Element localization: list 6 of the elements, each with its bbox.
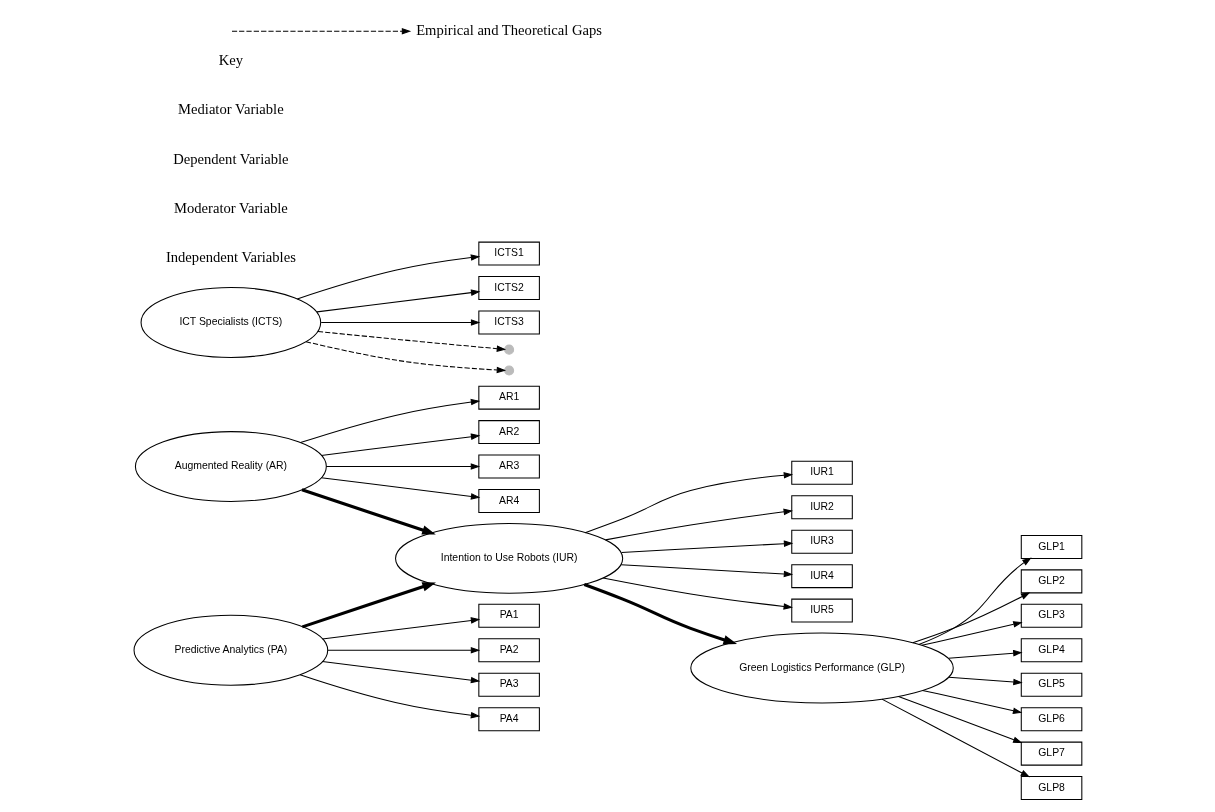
label: Moderator Variable (173, 199, 288, 216)
label: Mediator Variable (177, 101, 284, 118)
label: Dependent Variable (172, 150, 289, 167)
legend-label: Empirical and Theoretical Gaps (415, 22, 602, 39)
label: Key (218, 52, 243, 69)
label: Independent Variables (165, 248, 296, 265)
